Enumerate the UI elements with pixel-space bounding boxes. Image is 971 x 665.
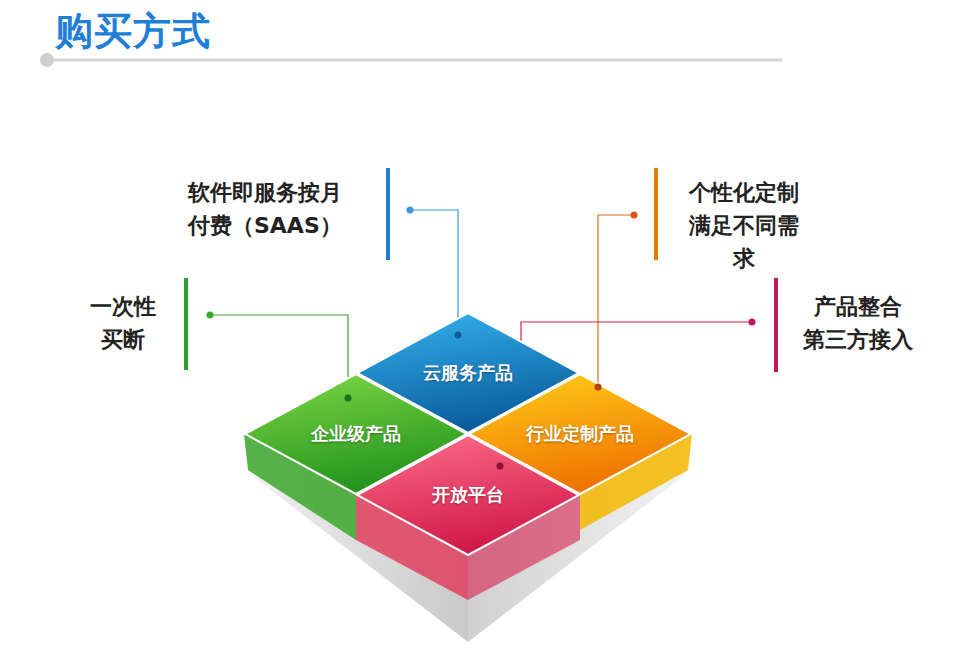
tile-label: 行业定制产品	[526, 422, 634, 446]
leader-dot	[407, 207, 414, 214]
tile-face	[357, 435, 579, 555]
platform-tile: 开放平台	[356, 434, 580, 556]
page-title: 购买方式	[55, 6, 211, 57]
leader-dot	[207, 312, 214, 319]
leader-line	[210, 315, 348, 398]
callout-bar	[774, 278, 778, 372]
callout-bar	[184, 278, 188, 370]
leader-dot	[631, 212, 638, 219]
leader-dot	[749, 319, 756, 326]
callout-text: 一次性 买断	[86, 290, 161, 356]
callout-bar	[654, 168, 658, 260]
callout-bar	[386, 168, 390, 260]
title-rule	[46, 59, 782, 62]
tile-label: 开放平台	[432, 483, 504, 507]
title-dot	[40, 53, 54, 67]
leader-line	[410, 210, 458, 335]
callout-text: 个性化定制 满足不同需求	[686, 176, 803, 275]
callout-text: 软件即服务按月 付费（SAAS）	[188, 176, 362, 242]
tile-label: 云服务产品	[423, 361, 513, 385]
leader-line	[598, 215, 634, 387]
tile-label: 企业级产品	[311, 422, 401, 446]
callout-text: 产品整合 第三方接入	[800, 290, 917, 356]
